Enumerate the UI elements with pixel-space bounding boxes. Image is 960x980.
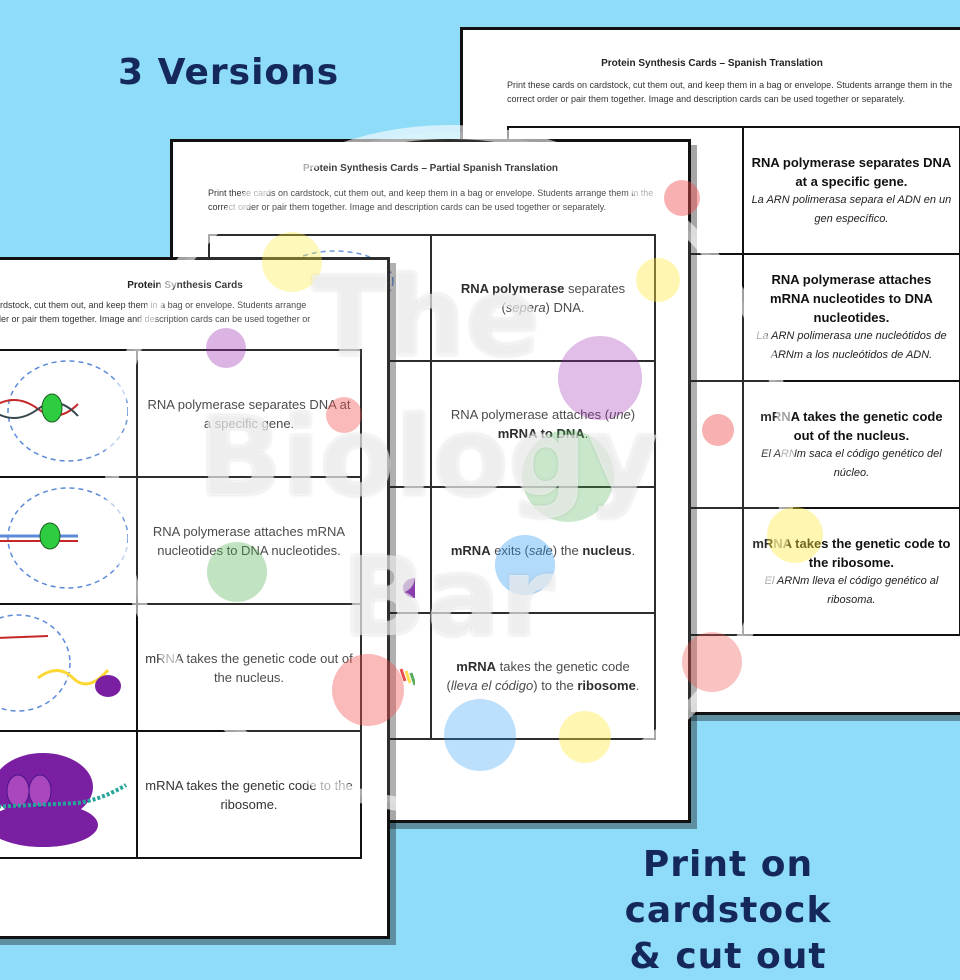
- image-card: [0, 730, 138, 859]
- sheet-instructions: Print these cards on cardstock, cut them…: [507, 80, 953, 104]
- headline-print: Print on cardstock & cut out: [624, 844, 832, 977]
- description-card: mRNA exits (sale) the nucleus.: [430, 486, 656, 614]
- description-card: mRNA takes the genetic code to the ribos…: [136, 730, 362, 859]
- description-card: mRNA takes the genetic code (lleva el có…: [430, 612, 656, 740]
- dna-unzip-illustration: [0, 359, 129, 462]
- headline-versions: 3 Versions: [118, 52, 340, 93]
- sheet-title: Protein Synthesis Cards: [127, 280, 243, 291]
- image-card: [0, 603, 138, 732]
- card-table: RNA polymerase separates DNA at a specif…: [0, 349, 362, 859]
- description-card: mRNA takes the genetic code out of the n…: [136, 603, 362, 732]
- description-card: RNA polymerase separates DNA at a specif…: [741, 126, 960, 255]
- ribosome-illustration: [0, 752, 127, 847]
- sheet-english: Protein Synthesis Cards n cardstock, cut…: [0, 257, 390, 939]
- description-card: RNA polymerase attaches mRNA nucleotides…: [741, 253, 960, 382]
- mrna-synthesis-illustration: [0, 486, 129, 589]
- description-card: mRNA takes the genetic code out of the n…: [741, 380, 960, 509]
- description-card: RNA polymerase attaches mRNA nucleotides…: [136, 476, 362, 605]
- sheet-instructions: n cardstock, cut them out, and keep them…: [0, 300, 311, 324]
- description-card: RNA polymerase separates DNA at a specif…: [136, 349, 362, 478]
- description-card: RNA polymerase attaches (une) mRNA to DN…: [430, 360, 656, 488]
- sheet-title: Protein Synthesis Cards – Spanish Transl…: [601, 58, 823, 69]
- description-card: RNA polymerase separates (sepera) DNA.: [430, 234, 656, 362]
- description-card: mRNA takes the genetic code to the ribos…: [741, 507, 960, 636]
- image-card: [0, 476, 138, 605]
- sheet-instructions: Print these cards on cardstock, cut them…: [208, 188, 654, 212]
- mrna-exit-illustration: [0, 613, 121, 712]
- image-card: [0, 349, 138, 478]
- sheet-title: Protein Synthesis Cards – Partial Spanis…: [302, 163, 559, 174]
